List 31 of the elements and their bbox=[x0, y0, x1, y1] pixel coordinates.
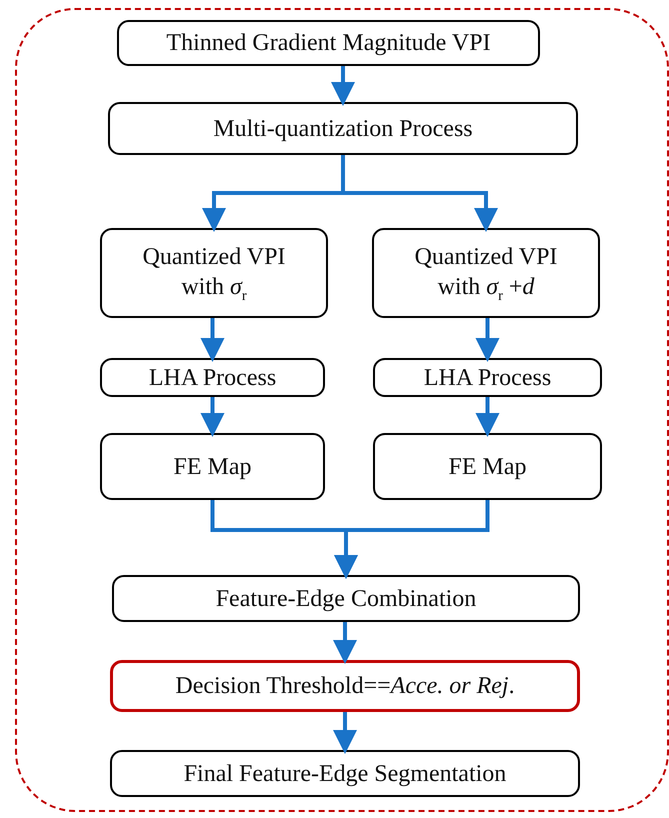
process-box bbox=[100, 358, 325, 397]
box-label: Decision Threshold==Acce. or Rej. bbox=[175, 672, 515, 701]
box-label: FE Map bbox=[174, 452, 252, 482]
process-box bbox=[100, 228, 328, 318]
arrow bbox=[476, 397, 500, 437]
arrow bbox=[334, 500, 490, 579]
arrow bbox=[333, 622, 357, 664]
arrow bbox=[331, 66, 355, 106]
process-box bbox=[373, 358, 602, 397]
box-label: Quantized VPI with σ$_{r}$ bbox=[142, 242, 286, 304]
process-box bbox=[373, 433, 602, 500]
process-box bbox=[108, 102, 578, 155]
process-box bbox=[372, 228, 600, 318]
box-label: FE Map bbox=[448, 452, 526, 482]
arrow bbox=[200, 397, 224, 437]
process-box bbox=[100, 433, 325, 500]
process-box bbox=[112, 575, 580, 622]
box-label: LHA Process bbox=[148, 364, 276, 392]
outer-dashed-region bbox=[15, 8, 669, 812]
process-box bbox=[117, 20, 540, 66]
box-label: Final Feature-Edge Segmentation bbox=[184, 760, 506, 788]
process-box bbox=[110, 750, 580, 797]
box-label: LHA Process bbox=[424, 364, 552, 392]
box-label: Multi-quantization Process bbox=[213, 114, 473, 144]
arrow bbox=[200, 318, 224, 362]
arrow bbox=[333, 712, 357, 754]
decision-box bbox=[110, 660, 580, 712]
arrow bbox=[476, 318, 500, 362]
box-label: Feature-Edge Combination bbox=[216, 584, 476, 614]
box-label: Thinned Gradient Magnitude VPI bbox=[166, 29, 491, 58]
box-label: Quantized VPI with σ$_{r}$ +d bbox=[414, 242, 558, 304]
